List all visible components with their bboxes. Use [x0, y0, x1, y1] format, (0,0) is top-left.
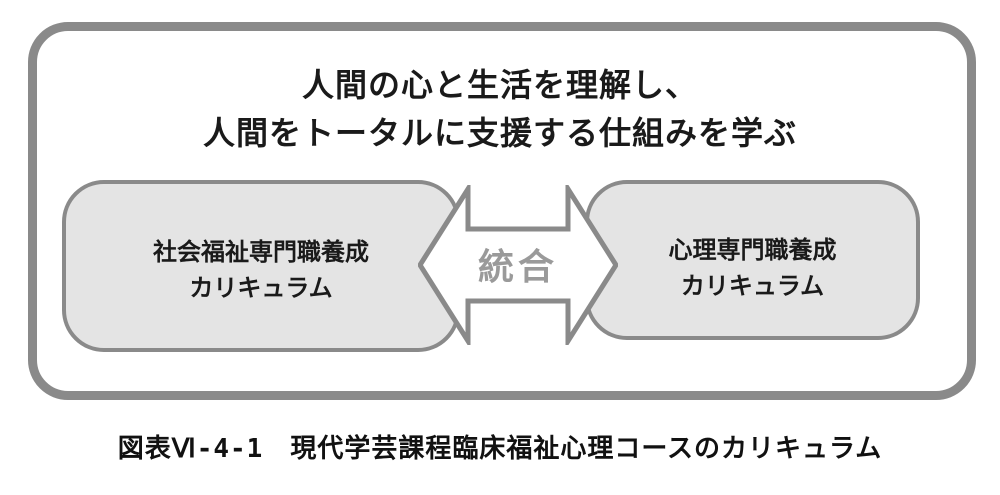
headline-line-1: 人間の心と生活を理解し、	[301, 66, 698, 104]
social-welfare-box-line-2: カリキュラム	[189, 274, 333, 302]
psychology-box-line-1: 心理専門職養成	[668, 236, 837, 264]
social-welfare-curriculum-box: 社会福祉専門職養成 カリキュラム	[62, 180, 460, 352]
integration-label: 統合	[477, 247, 558, 288]
psychology-curriculum-box: 心理専門職養成 カリキュラム	[585, 180, 920, 340]
headline-line-2: 人間をトータルに支援する仕組みを学ぶ	[202, 114, 797, 152]
figure-caption: 図表Ⅵ-4-1 現代学芸課程臨床福祉心理コースのカリキュラム	[117, 434, 883, 464]
double-arrow-icon	[418, 185, 618, 345]
psychology-box-line-2: カリキュラム	[680, 272, 825, 300]
double-arrow-shape	[418, 185, 618, 345]
social-welfare-box-line-1: 社会福祉専門職養成	[153, 238, 369, 266]
